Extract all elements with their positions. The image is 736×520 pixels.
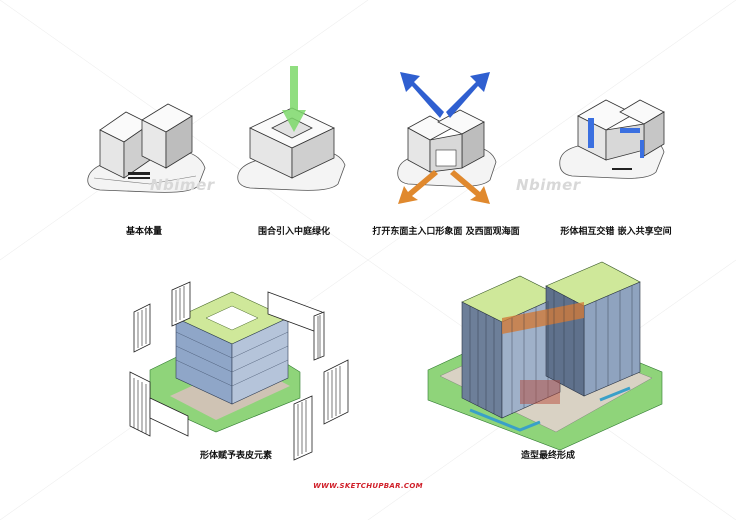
footer-url: WWW.SKETCHUPBAR.COM — [313, 482, 423, 490]
step4-interlocking — [559, 99, 665, 179]
step6-final-form — [427, 261, 663, 451]
green-arrow-icon — [282, 66, 306, 132]
caption-step-1: 基本体量 — [125, 227, 163, 237]
step3-open-faces — [397, 72, 497, 204]
caption-step-2: 围合引入中庭绿化 — [257, 227, 331, 237]
caption-step-5: 形体赋予表皮元素 — [199, 451, 273, 461]
caption-step-3: 打开东面主入口形象面 及西面观海面 — [372, 227, 520, 237]
step1-basic-massing — [87, 103, 206, 193]
step2-courtyard — [237, 66, 346, 191]
caption-step-6: 造型最终形成 — [520, 451, 576, 461]
caption-step-4: 形体相互交错 嵌入共享空间 — [560, 227, 672, 237]
facade-panels — [129, 281, 349, 461]
step5-facade-elements — [129, 281, 349, 461]
watermark: Nbimer — [150, 176, 215, 194]
blue-arrows-icon — [400, 72, 490, 118]
orange-arrows-icon — [398, 170, 490, 204]
watermark: Nbimer — [516, 176, 581, 194]
